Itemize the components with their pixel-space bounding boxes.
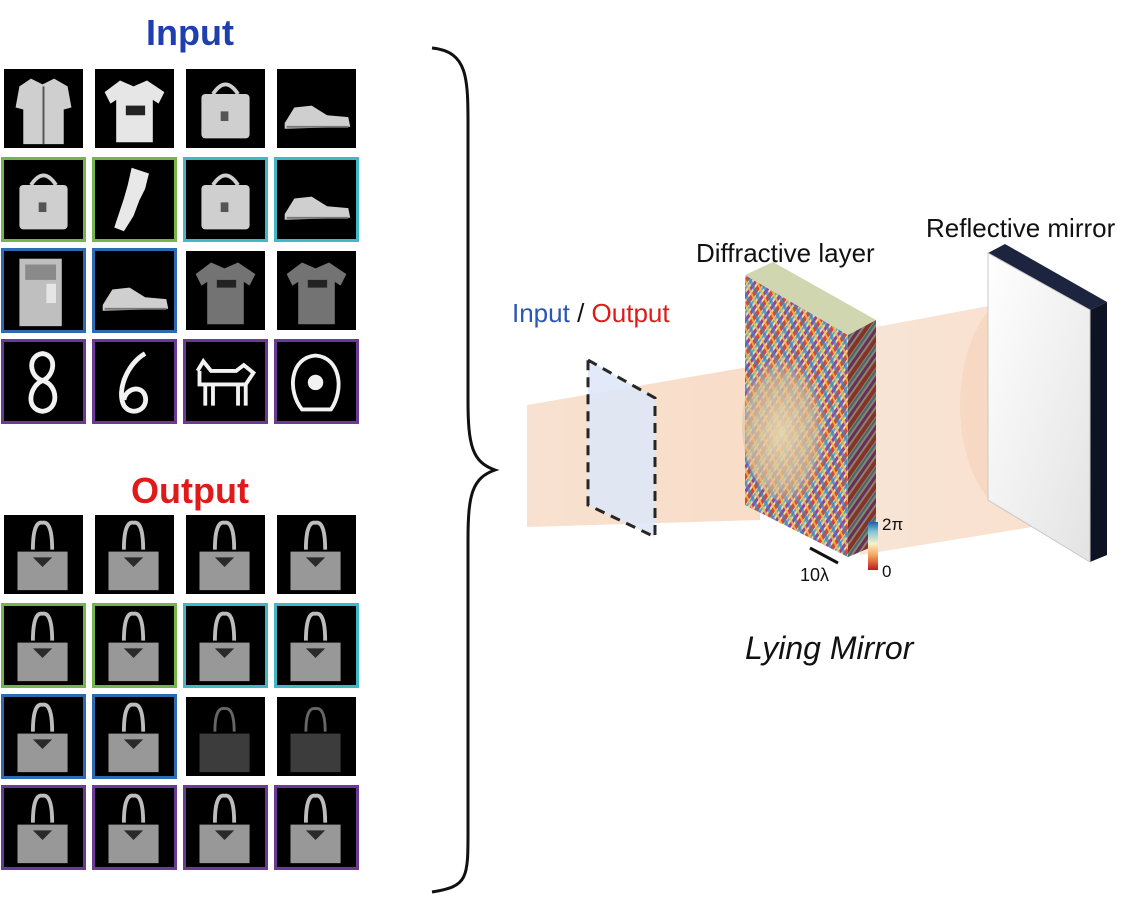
bag-output-icon bbox=[277, 788, 356, 867]
bag-output-icon bbox=[186, 788, 265, 867]
input-panel-title: Input bbox=[146, 12, 234, 53]
output-cell-1-3 bbox=[183, 512, 268, 597]
lying-mirror-caption: Lying Mirror bbox=[745, 630, 914, 666]
output-cell-3-3 bbox=[183, 694, 268, 779]
noisy-tshirt-icon bbox=[277, 251, 356, 330]
bag-output-icon bbox=[95, 788, 174, 867]
input-cell-4-3 bbox=[183, 339, 268, 424]
output-cell-2-4 bbox=[274, 603, 359, 688]
bag-output-icon bbox=[95, 697, 174, 776]
input-cell-4-4 bbox=[274, 339, 359, 424]
output-cell-1-1 bbox=[1, 512, 86, 597]
locker-icon bbox=[4, 251, 83, 330]
input-label: Input bbox=[512, 298, 570, 328]
input-cell-2-4 bbox=[274, 157, 359, 242]
colorbar-min-label: 0 bbox=[882, 562, 892, 581]
input-cell-3-3 bbox=[183, 248, 268, 333]
bag-output-icon bbox=[95, 515, 174, 594]
input-cell-1-3 bbox=[183, 66, 268, 151]
reflective-mirror-label: Reflective mirror bbox=[926, 213, 1116, 243]
input-cell-3-1 bbox=[1, 248, 86, 333]
colorbar-max-label: 2π bbox=[882, 515, 904, 534]
input-cell-1-2 bbox=[92, 66, 177, 151]
bag-output-icon bbox=[4, 515, 83, 594]
face-doodle-icon bbox=[277, 342, 356, 421]
handbag-icon bbox=[186, 69, 265, 148]
input-cell-3-4 bbox=[274, 248, 359, 333]
input-output-plane bbox=[586, 357, 657, 540]
corrupted-shape-icon bbox=[95, 160, 174, 239]
output-cell-2-1 bbox=[1, 603, 86, 688]
output-cell-4-2 bbox=[92, 785, 177, 870]
reflective-mirror bbox=[987, 244, 1107, 563]
handbag-icon bbox=[4, 160, 83, 239]
curly-brace-icon bbox=[431, 46, 500, 894]
diffractive-layer bbox=[742, 262, 876, 557]
output-cell-1-2 bbox=[92, 512, 177, 597]
handbag-icon bbox=[186, 160, 265, 239]
sneaker-icon bbox=[277, 69, 356, 148]
input-cell-1-4 bbox=[274, 66, 359, 151]
output-cell-3-1 bbox=[1, 694, 86, 779]
tshirt-icon bbox=[95, 69, 174, 148]
bag-output-icon bbox=[186, 606, 265, 685]
output-cell-4-4 bbox=[274, 785, 359, 870]
output-cell-4-1 bbox=[1, 785, 86, 870]
input-cell-2-3 bbox=[183, 157, 268, 242]
bag-output-icon bbox=[277, 606, 356, 685]
output-cell-3-2 bbox=[92, 694, 177, 779]
faint-bag-output-icon bbox=[186, 697, 265, 776]
output-cell-3-4 bbox=[274, 694, 359, 779]
output-label: Output bbox=[591, 298, 670, 328]
bag-output-icon bbox=[4, 697, 83, 776]
faint-bag-output-icon bbox=[277, 697, 356, 776]
cat-doodle-icon bbox=[186, 342, 265, 421]
sneaker-icon bbox=[95, 251, 174, 330]
input-output-label: Input / Output bbox=[512, 298, 670, 329]
output-cell-2-2 bbox=[92, 603, 177, 688]
scale-bar bbox=[809, 546, 839, 565]
bag-output-icon bbox=[277, 515, 356, 594]
output-cell-2-3 bbox=[183, 603, 268, 688]
output-cell-1-4 bbox=[274, 512, 359, 597]
input-cell-2-1 bbox=[1, 157, 86, 242]
label-separator: / bbox=[577, 298, 585, 328]
input-cell-1-1 bbox=[1, 66, 86, 151]
bag-output-icon bbox=[186, 515, 265, 594]
output-cell-4-3 bbox=[183, 785, 268, 870]
output-panel-title: Output bbox=[131, 470, 249, 511]
scale-bar-label: 10λ bbox=[800, 565, 830, 585]
bag-output-icon bbox=[95, 606, 174, 685]
input-cell-4-2 bbox=[92, 339, 177, 424]
input-cell-3-2 bbox=[92, 248, 177, 333]
digit-8-icon bbox=[4, 342, 83, 421]
input-cell-2-2 bbox=[92, 157, 177, 242]
shirt-icon bbox=[4, 69, 83, 148]
noisy-tshirt-icon bbox=[186, 251, 265, 330]
bag-output-icon bbox=[4, 788, 83, 867]
input-cell-4-1 bbox=[1, 339, 86, 424]
digit-6-icon bbox=[95, 342, 174, 421]
diffractive-layer-label: Diffractive layer bbox=[696, 238, 875, 268]
bag-output-icon bbox=[4, 606, 83, 685]
sneaker-icon bbox=[277, 160, 356, 239]
phase-colorbar bbox=[868, 522, 878, 570]
